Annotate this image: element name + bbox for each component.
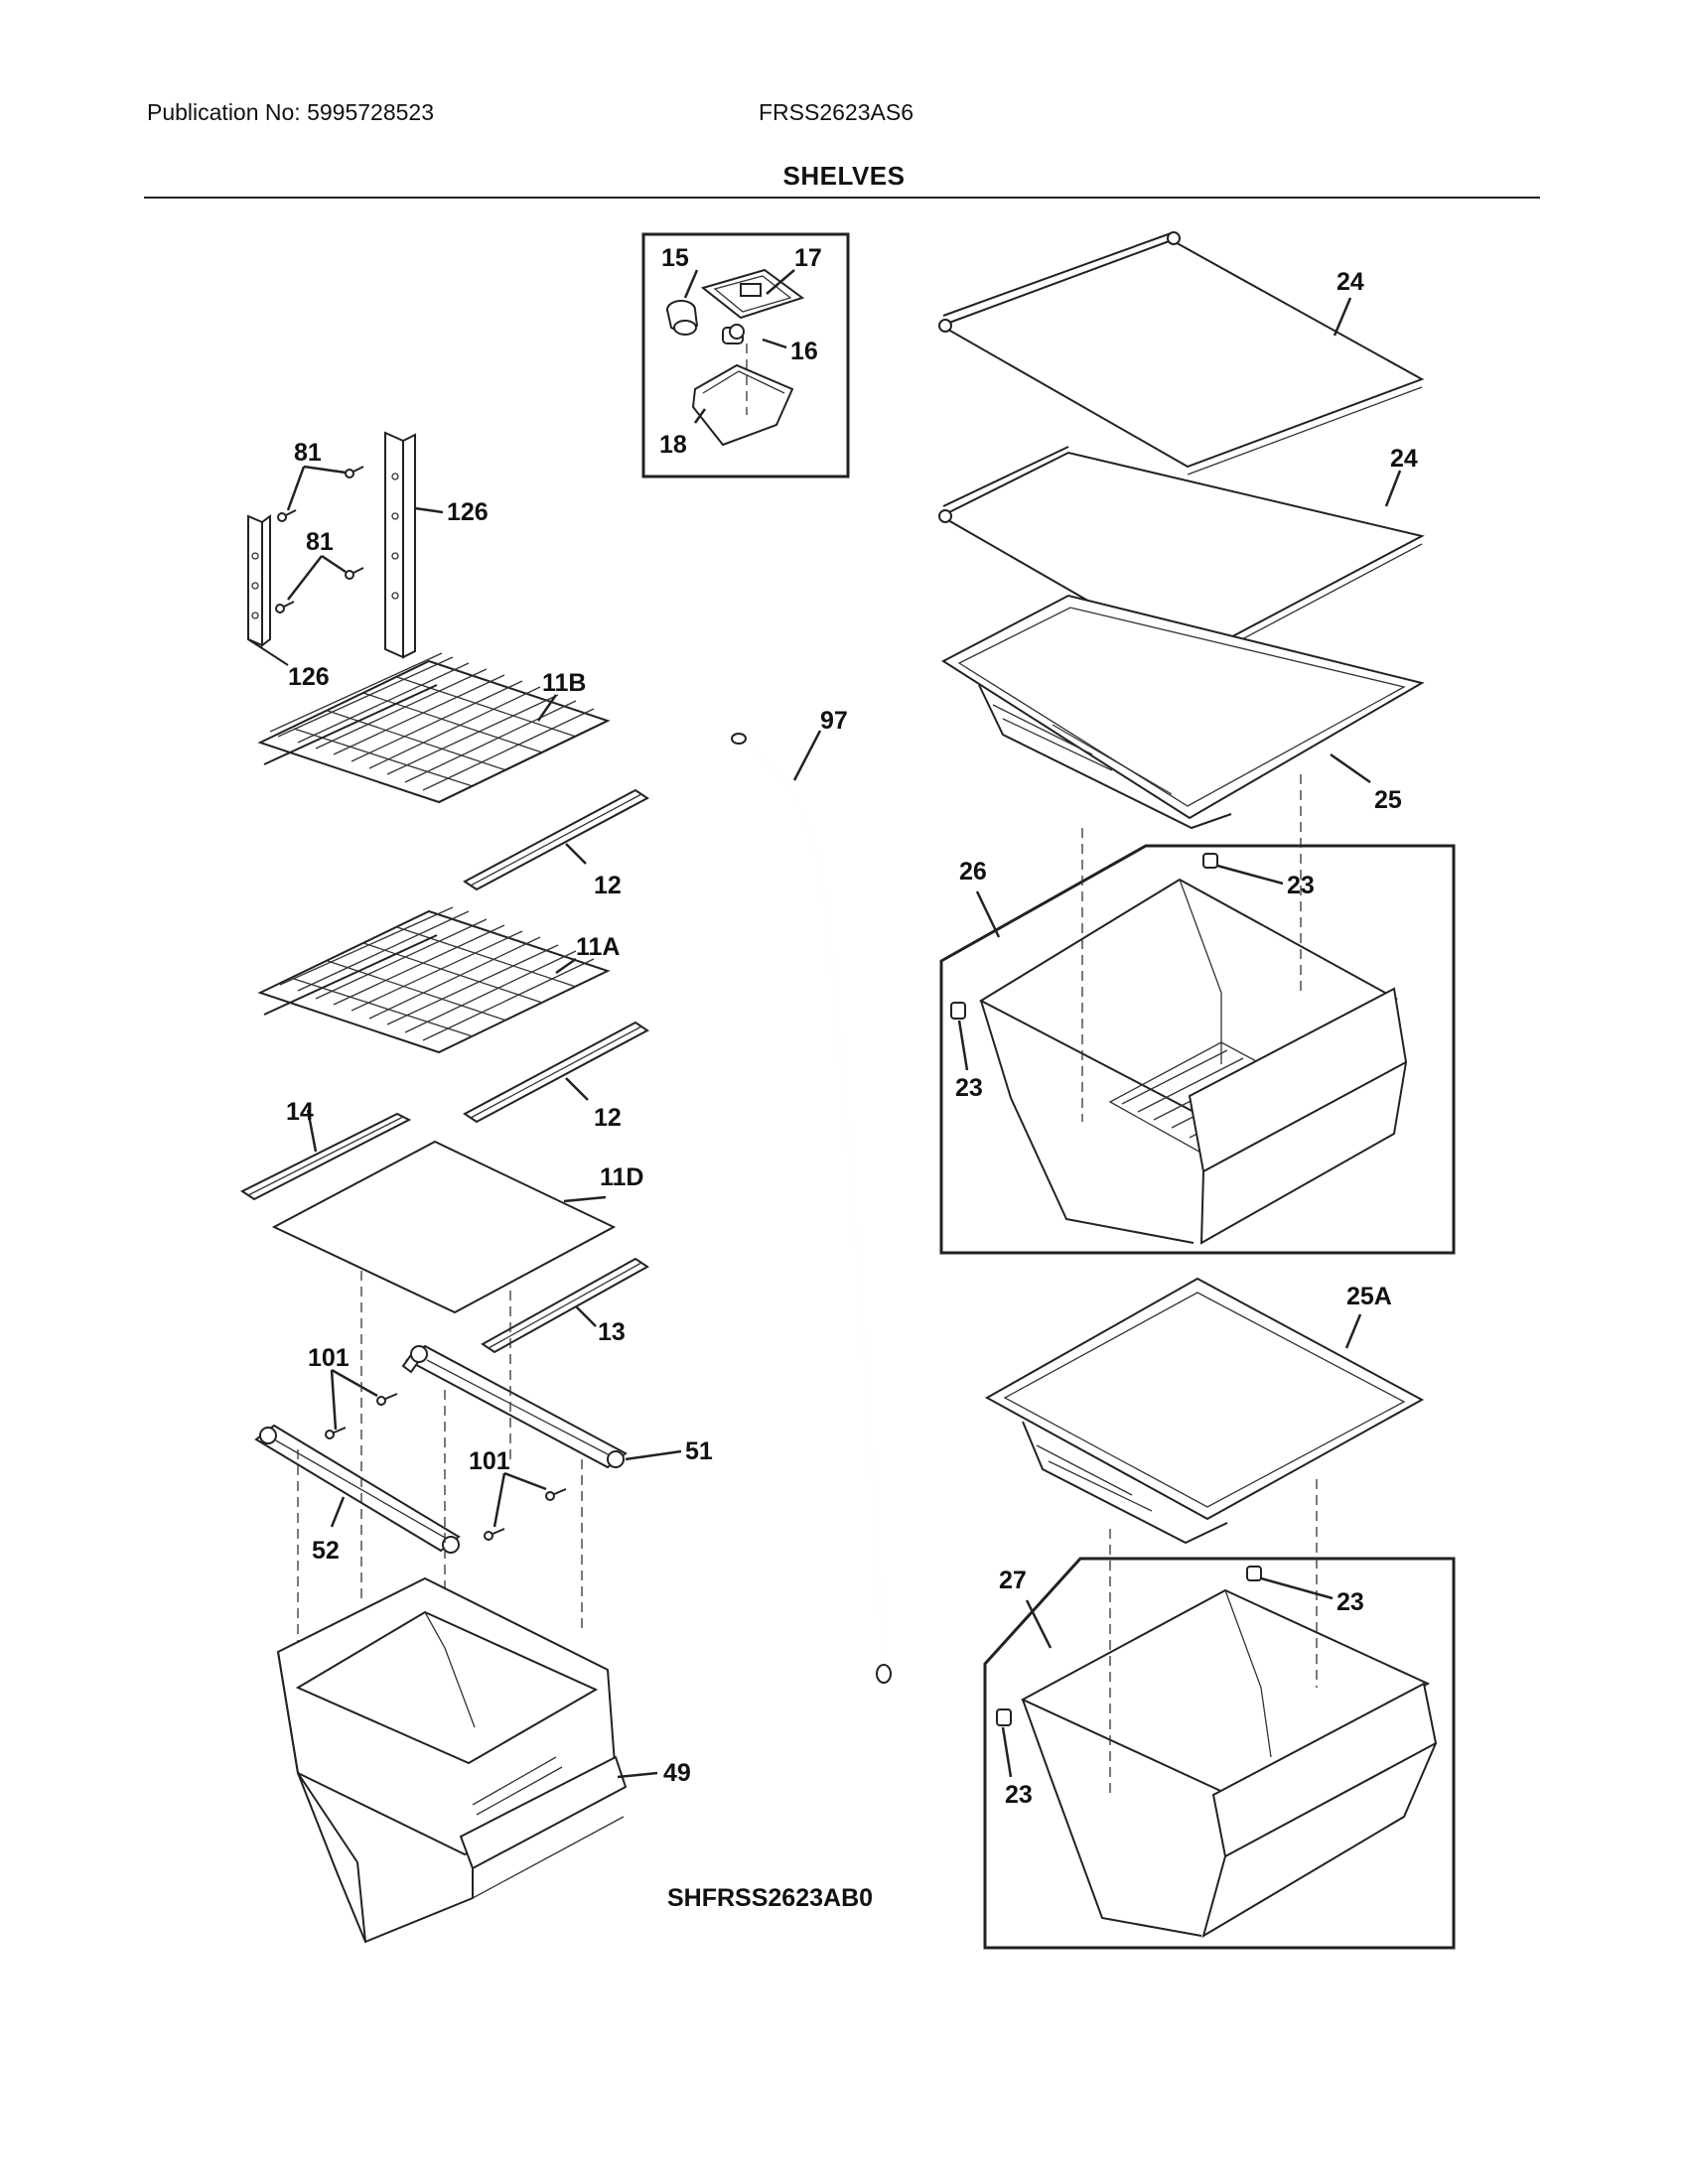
screws-81 — [275, 465, 364, 614]
callout-51: 51 — [685, 1437, 713, 1465]
callout-25a: 25A — [1346, 1283, 1392, 1310]
callout-13: 13 — [598, 1318, 626, 1346]
callout-23-b: 23 — [955, 1074, 983, 1102]
callout-15: 15 — [661, 244, 689, 272]
callout-11b: 11B — [542, 669, 586, 697]
callout-97: 97 — [820, 707, 848, 735]
wire-shelf-11b — [257, 652, 611, 804]
diagram-code: SHFRSS2623AB0 — [667, 1884, 873, 1912]
glass-shelf-24-upper — [938, 231, 1425, 476]
crisper-drawer-26-inset — [939, 774, 1456, 1255]
drawer-rail-51 — [401, 1344, 682, 1469]
callout-126-lower: 126 — [288, 663, 330, 691]
callout-27: 27 — [999, 1567, 1027, 1594]
callout-23-a: 23 — [1287, 872, 1315, 899]
callout-101-upper: 101 — [308, 1344, 350, 1372]
callout-26: 26 — [959, 858, 987, 886]
callout-14: 14 — [286, 1098, 314, 1126]
shelf-trim-14 — [240, 1109, 412, 1201]
screws-101 — [325, 1368, 567, 1541]
lamp-bulb-16 — [722, 324, 745, 344]
callout-49: 49 — [663, 1759, 691, 1787]
lamp-socket-15 — [666, 300, 699, 336]
shelf-trim-12-upper — [463, 788, 649, 891]
deli-drawer-49 — [276, 1576, 658, 1944]
callout-81-upper: 81 — [294, 439, 322, 467]
callout-24-upper: 24 — [1336, 268, 1364, 296]
page-title: SHELVES — [782, 161, 906, 191]
drawer-rail-52 — [254, 1424, 461, 1554]
crisper-cover-25 — [941, 594, 1425, 830]
callout-24-lower: 24 — [1390, 445, 1418, 473]
callout-12-upper: 12 — [594, 872, 622, 899]
callout-126-upper: 126 — [447, 498, 489, 526]
light-housing-17 — [700, 268, 805, 320]
header-divider — [144, 197, 1540, 199]
callout-18: 18 — [659, 431, 687, 459]
callout-101-lower: 101 — [469, 1447, 510, 1475]
light-module-inset — [641, 232, 850, 478]
light-shield-18 — [691, 343, 794, 447]
callout-52: 52 — [312, 1537, 340, 1565]
callout-25: 25 — [1374, 786, 1402, 814]
callout-12-lower: 12 — [594, 1104, 622, 1132]
callout-23-c: 23 — [1336, 1588, 1364, 1616]
model-number: FRSS2623AS6 — [759, 99, 914, 125]
callout-16: 16 — [790, 338, 818, 365]
publication-number: Publication No: 5995728523 — [147, 99, 435, 125]
wire-shelf-11a — [257, 906, 611, 1054]
shelf-rails-126 — [247, 431, 444, 666]
callout-81-lower: 81 — [306, 528, 334, 556]
callout-17: 17 — [794, 244, 822, 272]
shelf-trim-12-lower — [463, 1021, 649, 1124]
crisper-cover-25a — [984, 1277, 1425, 1545]
callout-11d: 11D — [600, 1163, 643, 1191]
water-tube-97 — [731, 730, 892, 1684]
shelf-trim-13 — [481, 1257, 649, 1354]
glass-shelf-11d — [271, 1140, 617, 1314]
crisper-drawer-27-inset — [983, 1479, 1456, 1950]
callout-23-d: 23 — [1005, 1781, 1033, 1809]
callout-11a: 11A — [576, 933, 620, 961]
